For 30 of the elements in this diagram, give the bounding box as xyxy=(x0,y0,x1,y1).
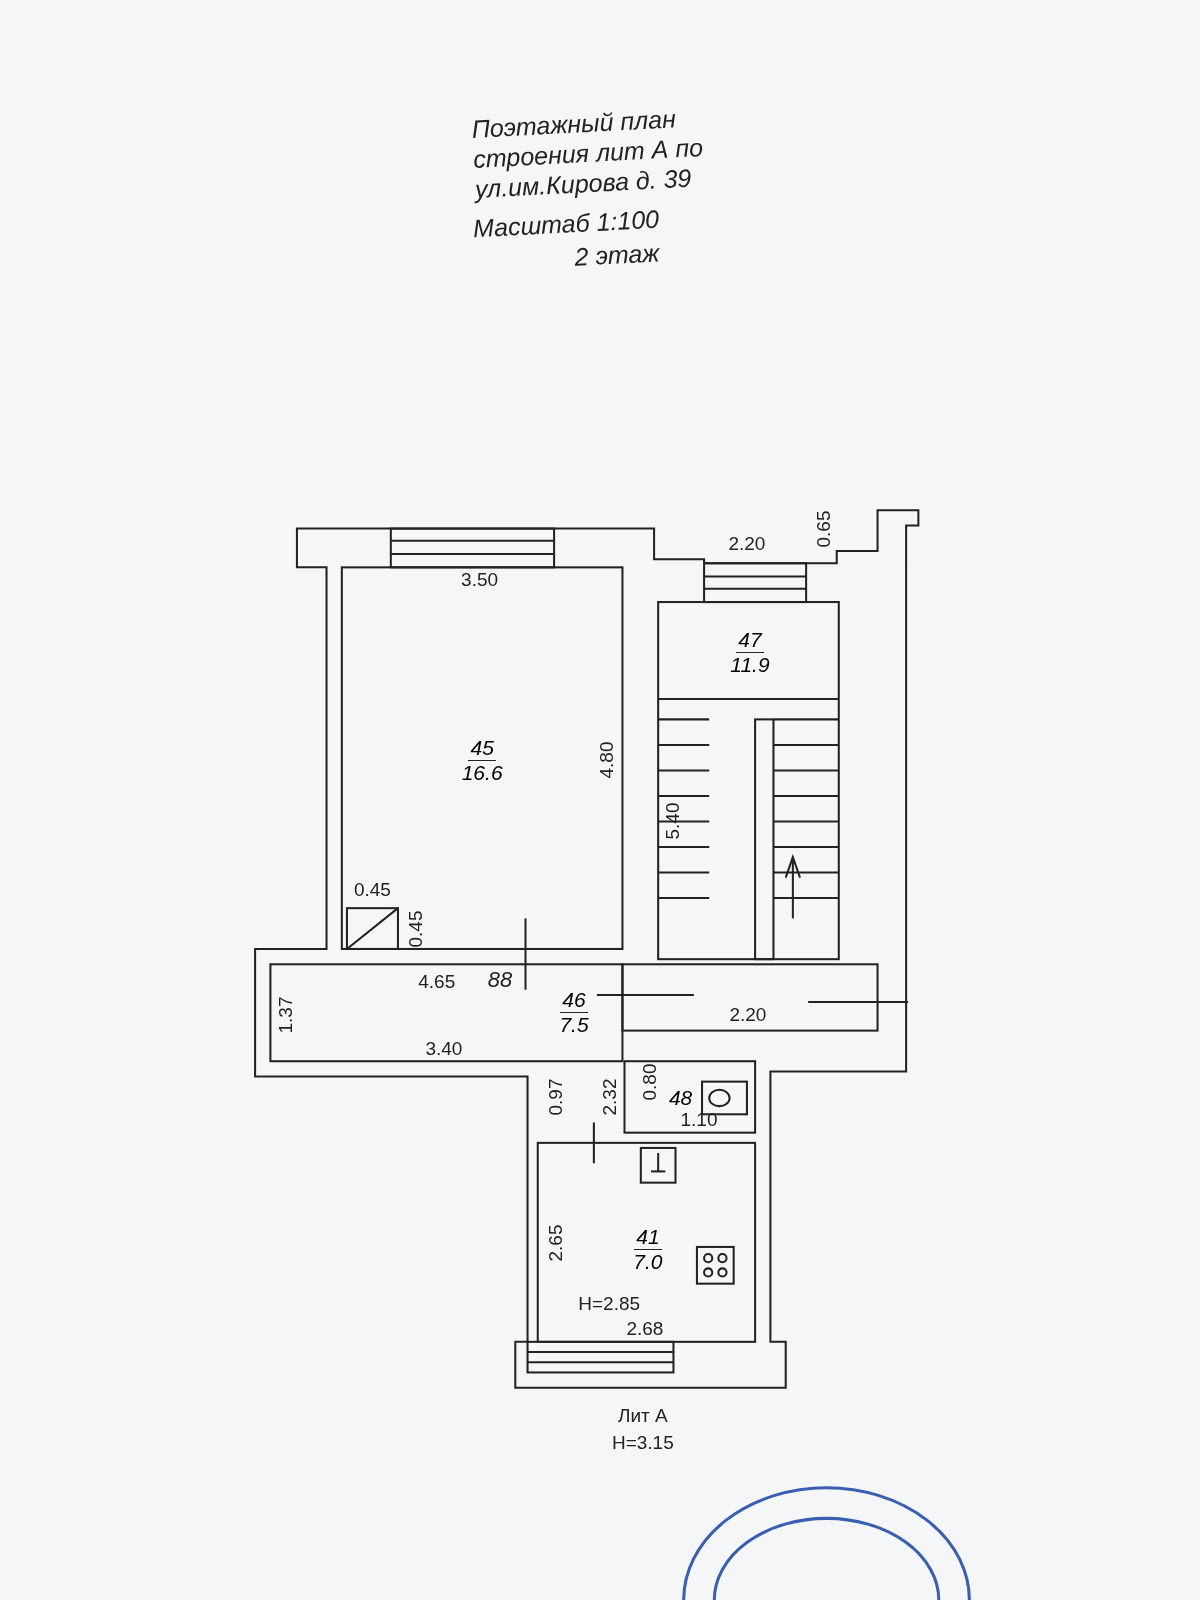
dimension-label: 0.45 xyxy=(353,878,391,901)
room-area: 16.6 xyxy=(461,760,503,785)
dimension-label: H=2.85 xyxy=(578,1293,641,1316)
dimension-label: 0.65 xyxy=(813,510,836,548)
dimension-label: 2.32 xyxy=(599,1078,622,1116)
room-area: 7.0 xyxy=(633,1250,663,1275)
dimension-label: 1.37 xyxy=(274,996,297,1034)
plan-title: Поэтажный план строения лит А по ул.им.Кирова д. 39 xyxy=(471,103,705,205)
dimension-label: 4.80 xyxy=(596,741,619,779)
dimension-label: 2.20 xyxy=(728,532,766,555)
dimension-label: 4.65 xyxy=(418,970,456,993)
dimension-label: 0.80 xyxy=(639,1063,661,1101)
room-number: 41 xyxy=(634,1225,662,1251)
dimension-label: 2.68 xyxy=(626,1317,664,1340)
dimension-label: 5.40 xyxy=(662,802,685,840)
dimension-label: 0.97 xyxy=(545,1078,568,1116)
dimension-label: 88 xyxy=(487,966,513,993)
height-label: H=3.15 xyxy=(611,1431,674,1454)
dimension-label: 2.20 xyxy=(729,1004,767,1027)
room-number: 47 xyxy=(736,627,764,653)
dimension-label: 0.45 xyxy=(405,910,428,948)
room-number: 48 xyxy=(668,1085,693,1110)
dimension-label: 2.65 xyxy=(545,1224,568,1262)
room-number: 46 xyxy=(560,988,588,1014)
building-label: Лит А xyxy=(617,1405,668,1428)
room-number: 45 xyxy=(468,735,496,761)
room-area: 7.5 xyxy=(559,1013,589,1038)
room-area: 11.9 xyxy=(730,652,770,677)
dimension-label: 3.50 xyxy=(461,568,499,591)
dimension-label: 3.40 xyxy=(425,1037,463,1060)
